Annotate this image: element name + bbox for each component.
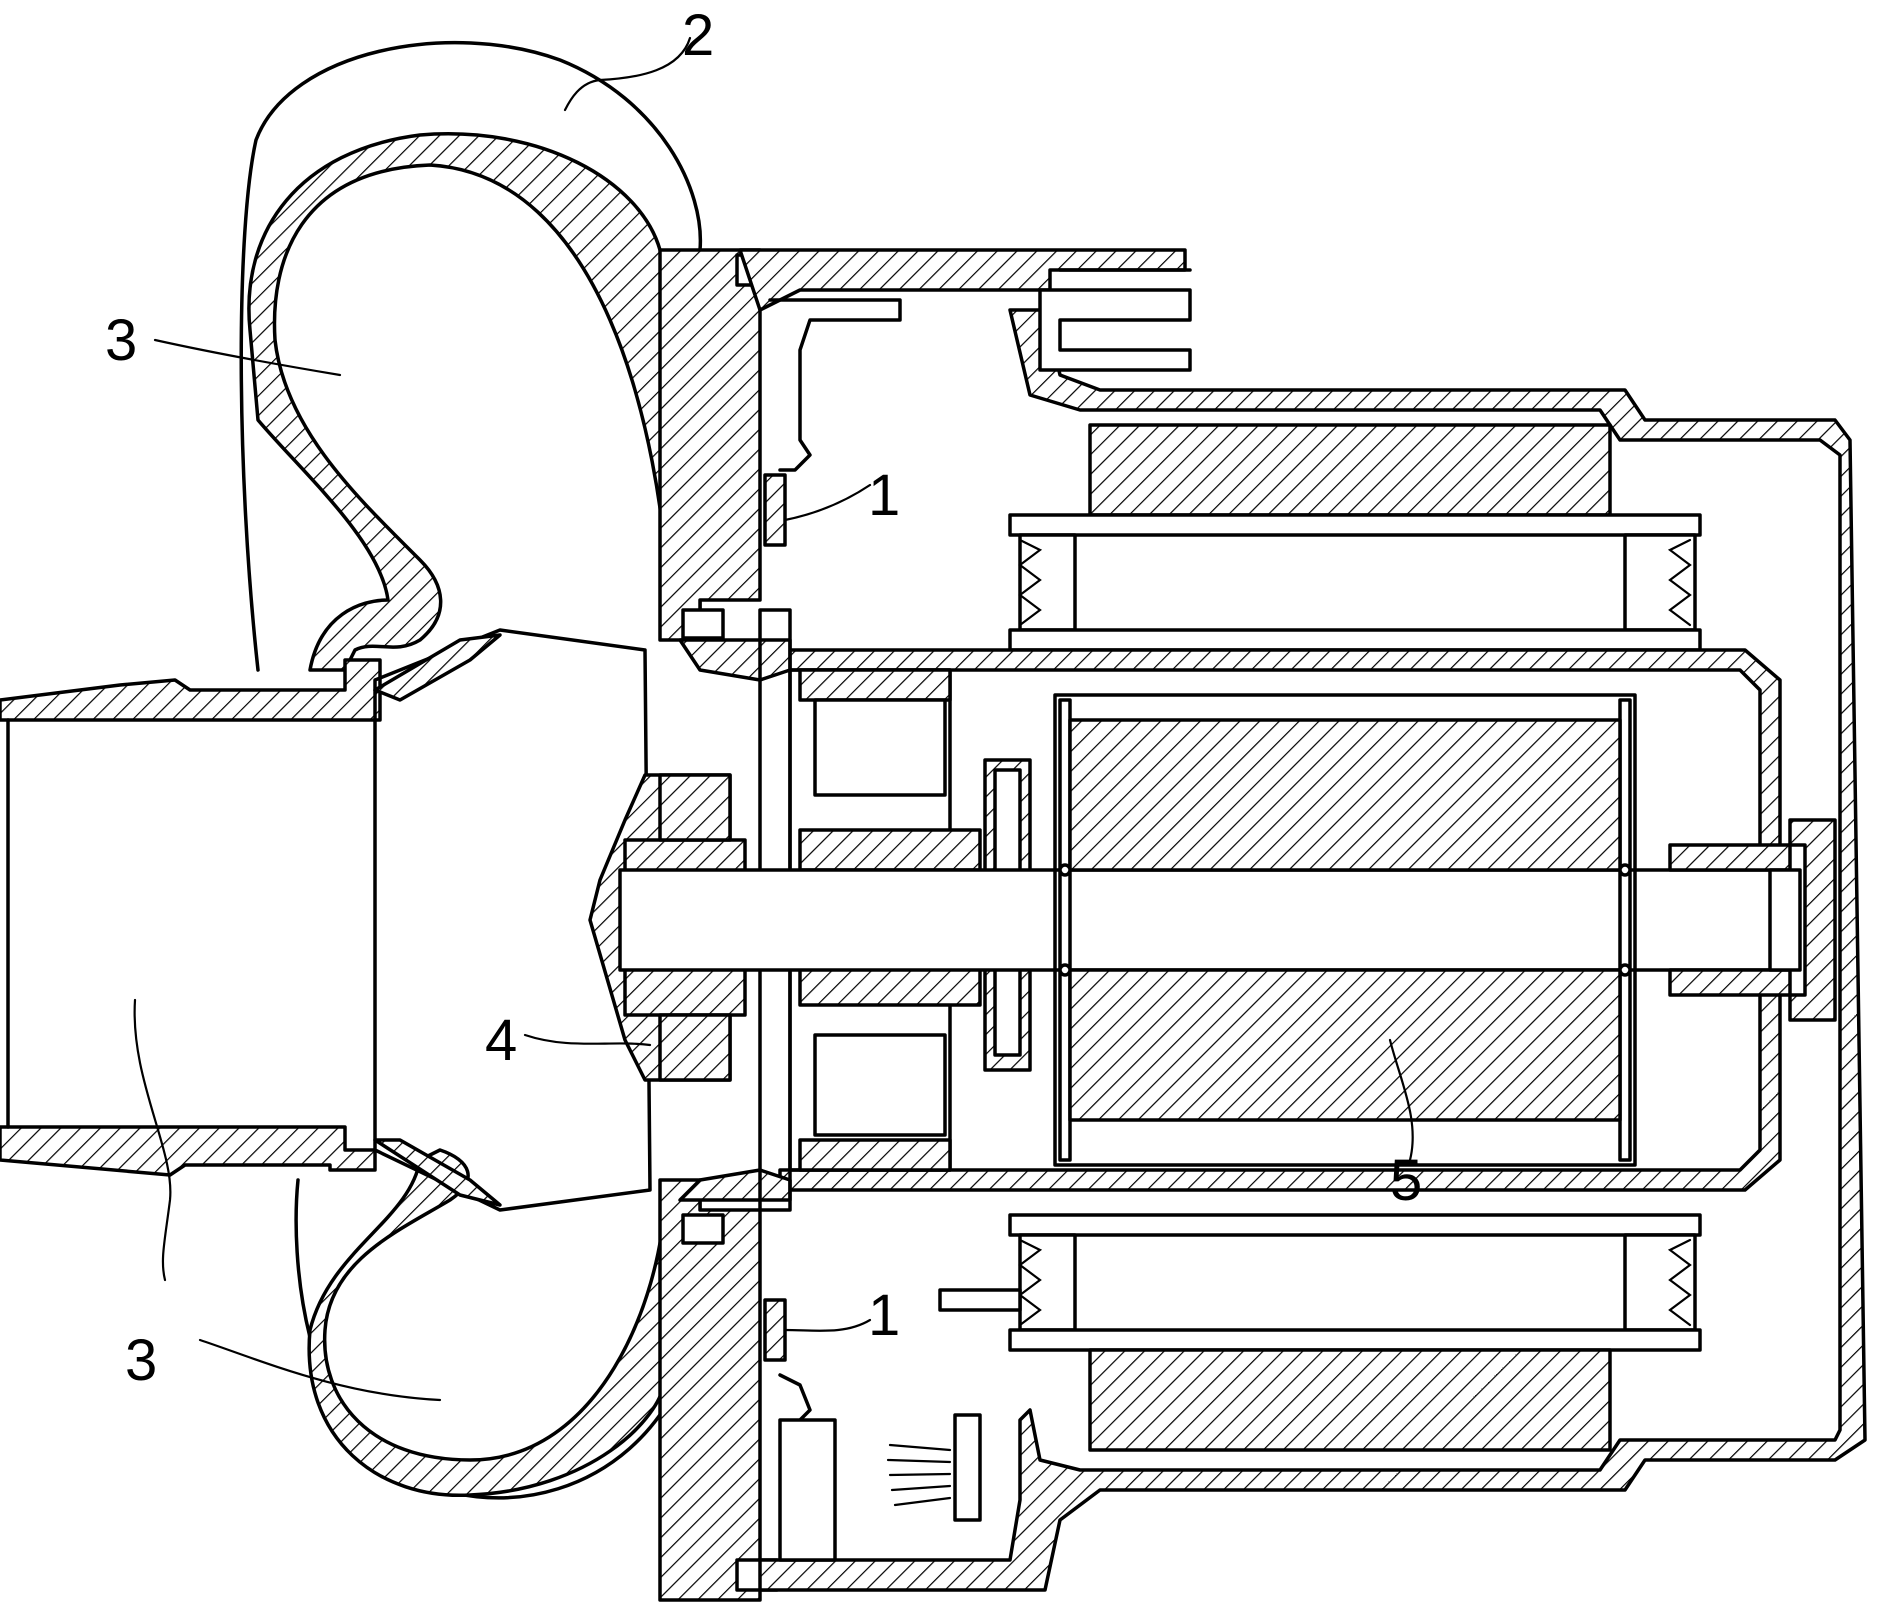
label-3-lower: 3 bbox=[125, 1328, 157, 1393]
seal-ring-upper bbox=[683, 610, 723, 638]
leader-3-upper bbox=[155, 340, 340, 375]
label-4: 4 bbox=[485, 1008, 517, 1073]
inlet-duct bbox=[0, 660, 380, 1175]
stator-upper bbox=[1010, 425, 1700, 650]
label-5: 5 bbox=[1390, 1148, 1422, 1213]
label-3-upper: 3 bbox=[105, 308, 137, 373]
volute-casing bbox=[241, 43, 700, 1498]
label-2: 2 bbox=[682, 3, 714, 68]
leader-1-lower bbox=[785, 1320, 870, 1331]
stator-lower bbox=[1010, 1215, 1700, 1450]
label-1-upper: 1 bbox=[868, 463, 900, 528]
label-1-lower: 1 bbox=[868, 1283, 900, 1348]
seal-ring-lower bbox=[683, 1215, 723, 1243]
leader-1-upper bbox=[785, 485, 870, 520]
